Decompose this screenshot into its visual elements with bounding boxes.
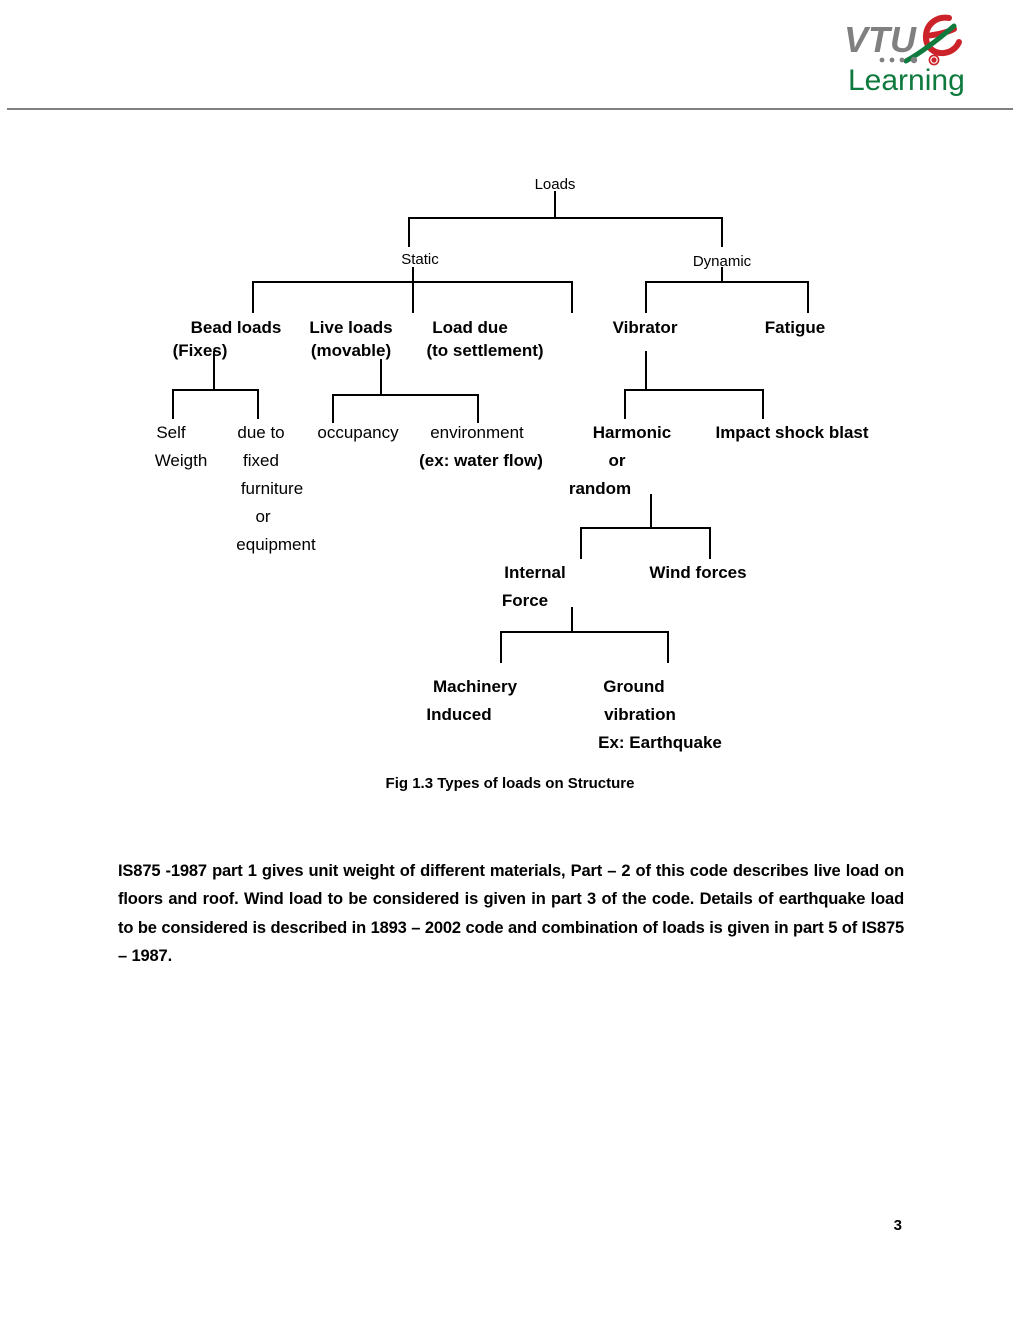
logo-dot-icon <box>910 56 918 64</box>
figure-caption: Fig 1.3 Types of loads on Structure <box>385 775 635 792</box>
node-wind-forces: Wind forces <box>649 563 746 582</box>
node-occupancy: occupancy <box>317 423 399 442</box>
node-fatigue: Fatigue <box>765 318 825 337</box>
node-bead-loads-line2: (Fixes) <box>173 341 228 360</box>
node-live-loads-line1: Live loads <box>309 318 392 337</box>
node-load-due-line2: (to settlement) <box>426 341 543 360</box>
node-harmonic-line3: random <box>569 479 631 498</box>
node-machinery-line2: Induced <box>426 705 491 724</box>
logo-dot-icon <box>879 57 885 63</box>
node-internal-force-line1: Internal <box>504 563 565 582</box>
node-due-to-line1: due to <box>237 423 284 442</box>
node-impact-shock-blast: Impact shock blast <box>715 423 868 442</box>
page-number: 3 <box>893 1217 902 1234</box>
node-ground-line2: vibration <box>604 705 676 724</box>
logo-learning-text: Learning <box>848 64 965 96</box>
logo-dot-ring-icon <box>928 54 940 66</box>
logo-vtu-text: VTU <box>844 19 917 60</box>
node-bead-loads-line1: Bead loads <box>191 318 282 337</box>
node-due-to-line5: equipment <box>236 535 316 554</box>
vtu-elearning-logo: VTU Learning <box>842 8 992 97</box>
logo-dot-icon <box>931 57 937 63</box>
node-static: Static <box>401 251 439 268</box>
node-loads: Loads <box>535 176 576 193</box>
logo-dot-icon <box>889 57 895 63</box>
node-live-loads-line2: (movable) <box>311 341 391 360</box>
node-environment-line2: (ex: water flow) <box>419 451 543 470</box>
page-header: VTU Learning <box>0 0 1020 112</box>
node-due-to-line3: furniture <box>241 479 303 498</box>
node-environment-line1: environment <box>430 423 524 442</box>
body-paragraph: IS875 -1987 part 1 gives unit weight of … <box>118 861 904 966</box>
logo-swoosh-icon <box>903 23 957 64</box>
node-ground-line1: Ground <box>603 677 664 696</box>
node-due-to-line4: or <box>255 507 270 526</box>
node-ground-line3: Ex: Earthquake <box>598 733 722 752</box>
header-divider <box>7 108 1013 110</box>
node-self-weight-line1: Self <box>156 423 186 442</box>
node-vibrator: Vibrator <box>613 318 678 337</box>
node-due-to-line2: fixed <box>243 451 279 470</box>
loads-tree-diagram: Loads Static Dynamic Bead loads (Fixes) … <box>0 150 1020 810</box>
node-dynamic: Dynamic <box>693 253 752 270</box>
node-load-due-line1: Load due <box>432 318 508 337</box>
node-self-weight-line2: Weigth <box>155 451 208 470</box>
node-harmonic-line1: Harmonic <box>593 423 671 442</box>
node-internal-force-line2: Force <box>502 591 548 610</box>
node-harmonic-line2: or <box>609 451 626 470</box>
logo-dot-icon <box>899 57 905 63</box>
node-machinery-line1: Machinery <box>433 677 518 696</box>
